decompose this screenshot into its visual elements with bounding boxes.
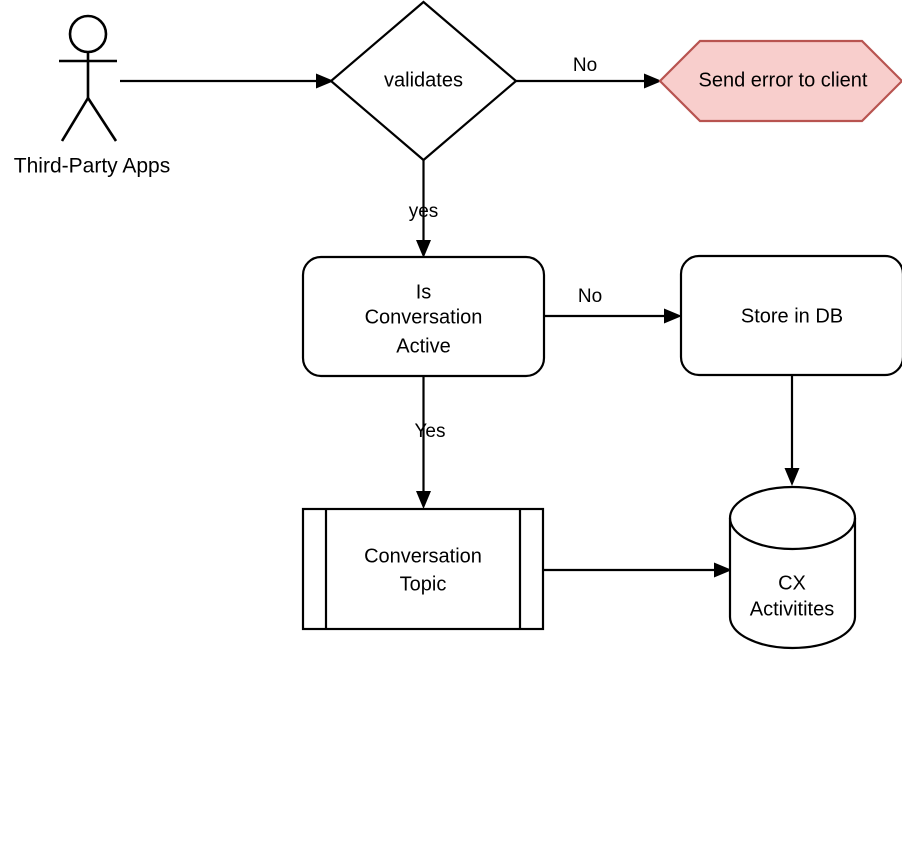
arrowhead-icon <box>416 240 431 258</box>
edge-actor-to-validates[interactable] <box>120 73 334 89</box>
node-is-conversation-active[interactable]: Is Conversation Active <box>301 255 546 378</box>
actor-label: Third-Party Apps <box>14 155 170 178</box>
node-is-conversation-active-label-line3: Active <box>396 335 450 357</box>
node-conversation-topic[interactable]: Conversation Topic <box>301 507 545 631</box>
arrowhead-icon <box>784 468 800 486</box>
node-conversation-topic-label-line1: Conversation <box>364 545 482 567</box>
edge-is-conversation-active-to-store-in-db[interactable]: No <box>544 286 682 324</box>
node-validates[interactable]: validates <box>329 0 518 162</box>
edge-label-yes-conversation-active: Yes <box>415 421 446 442</box>
edge-label-no-conversation-active: No <box>578 286 602 307</box>
node-is-conversation-active-label-line2: Conversation <box>365 306 483 328</box>
arrowhead-icon <box>416 491 431 509</box>
edge-conversation-topic-to-cx-activitites[interactable] <box>543 562 732 578</box>
subroutine-rectangle-shape <box>301 507 545 631</box>
stick-figure-actor-icon <box>59 14 118 142</box>
node-cx-activitites[interactable]: CX Activitites <box>728 485 857 650</box>
edge-label-yes-validates: yes <box>409 201 439 222</box>
edge-validates-to-send-error[interactable]: No <box>516 55 662 89</box>
edge-is-conversation-active-to-conversation-topic[interactable]: Yes <box>415 376 446 509</box>
node-actor-third-party-apps[interactable]: Third-Party Apps <box>14 14 170 178</box>
hexagon-shape <box>658 39 902 123</box>
arrowhead-icon <box>714 562 732 578</box>
node-cx-activitites-label-line2: Activitites <box>750 598 834 620</box>
node-conversation-topic-label-line2: Topic <box>400 573 447 595</box>
node-send-error-label: Send error to client <box>699 69 868 91</box>
database-cylinder-top-ellipse <box>728 517 857 551</box>
node-validates-label: validates <box>384 69 463 91</box>
arrowhead-icon <box>644 73 662 89</box>
database-cylinder-shape <box>728 485 857 650</box>
edge-validates-to-is-conversation-active[interactable]: yes <box>409 160 439 258</box>
arrowhead-icon <box>664 308 682 324</box>
edge-label-no-validates: No <box>573 55 597 76</box>
node-cx-activitites-label-line1: CX <box>778 572 806 594</box>
edge-store-in-db-to-cx-activitites[interactable] <box>784 375 800 486</box>
arrowhead-icon <box>316 73 334 89</box>
node-store-in-db-label: Store in DB <box>741 305 843 327</box>
node-store-in-db[interactable]: Store in DB <box>679 254 902 377</box>
node-send-error-to-client[interactable]: Send error to client <box>658 39 902 123</box>
node-is-conversation-active-label-line1: Is <box>416 281 432 303</box>
